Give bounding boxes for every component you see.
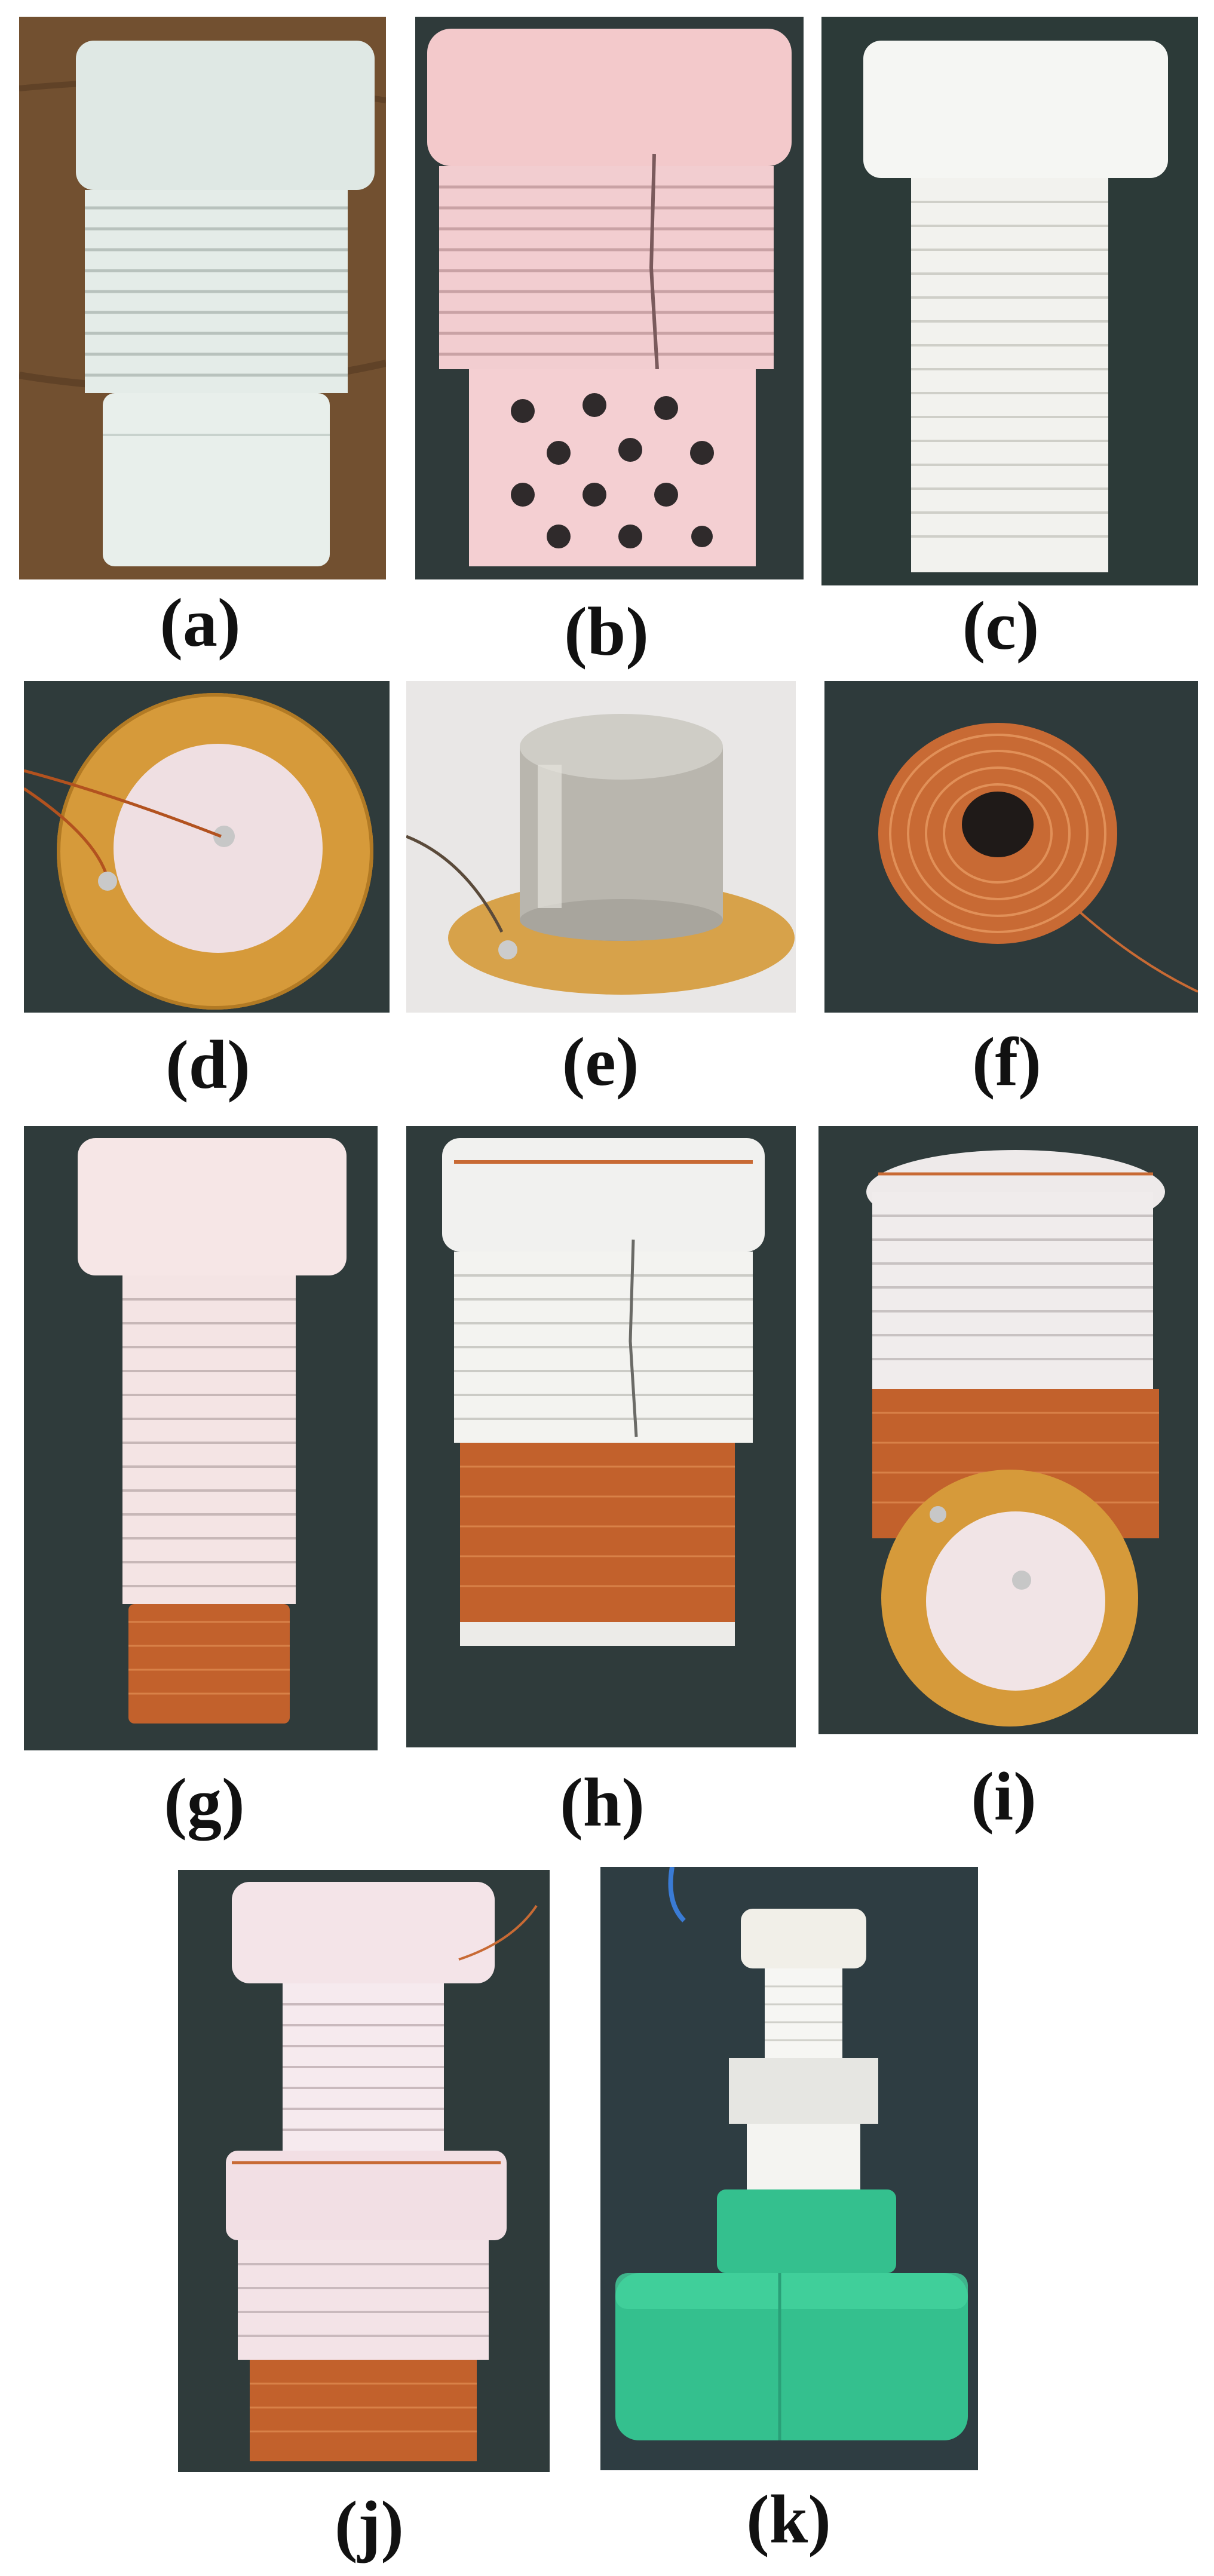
caption-f: (f) — [972, 1024, 1041, 1100]
photo-a-white-threaded-holder — [19, 17, 386, 579]
caption-c: (c) — [962, 588, 1040, 664]
caption-g: (g) — [164, 1765, 245, 1841]
caption-a: (a) — [160, 585, 241, 661]
caption-h: (h) — [560, 1765, 645, 1841]
photo-f-copper-coil — [824, 681, 1198, 1013]
caption-k: (k) — [746, 2482, 831, 2558]
caption-b: (b) — [564, 594, 649, 670]
caption-d: (d) — [165, 1027, 250, 1103]
photo-k-installed-on-green-pipe — [600, 1867, 978, 2470]
photo-g-bolt-with-coil — [24, 1126, 378, 1750]
caption-i: (i) — [971, 1759, 1037, 1835]
photo-j-assembled-stack — [178, 1870, 550, 2472]
photo-c-white-threaded-bolt — [821, 17, 1198, 585]
photo-i-coil-with-piezo-disc — [818, 1126, 1198, 1734]
caption-j: (j) — [335, 2488, 404, 2564]
photo-h-holder-with-coil — [406, 1126, 796, 1747]
photo-e-magnet-on-disc — [406, 681, 796, 1013]
caption-e: (e) — [562, 1024, 639, 1100]
photo-b-pink-perforated-holder — [415, 17, 804, 579]
photo-d-piezo-disc — [24, 681, 390, 1013]
